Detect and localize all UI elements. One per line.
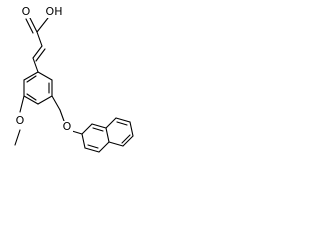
carboxylic-acid-group <box>25 17 49 47</box>
benzene-ring <box>23 71 53 105</box>
methoxy-group <box>14 95 25 146</box>
ether-oxygen-label: O <box>63 120 72 133</box>
vinyl-linker <box>32 45 46 73</box>
atom-labels: O OH O O <box>13 5 73 133</box>
methylene-ether-linker <box>51 95 83 135</box>
hydroxyl-label: OH <box>46 5 63 18</box>
naphthalene-ring <box>81 117 134 153</box>
chemical-structure: O OH O O <box>13 5 134 153</box>
methoxy-oxygen-label: O <box>16 114 25 127</box>
carbonyl-oxygen-label: O <box>22 5 31 18</box>
